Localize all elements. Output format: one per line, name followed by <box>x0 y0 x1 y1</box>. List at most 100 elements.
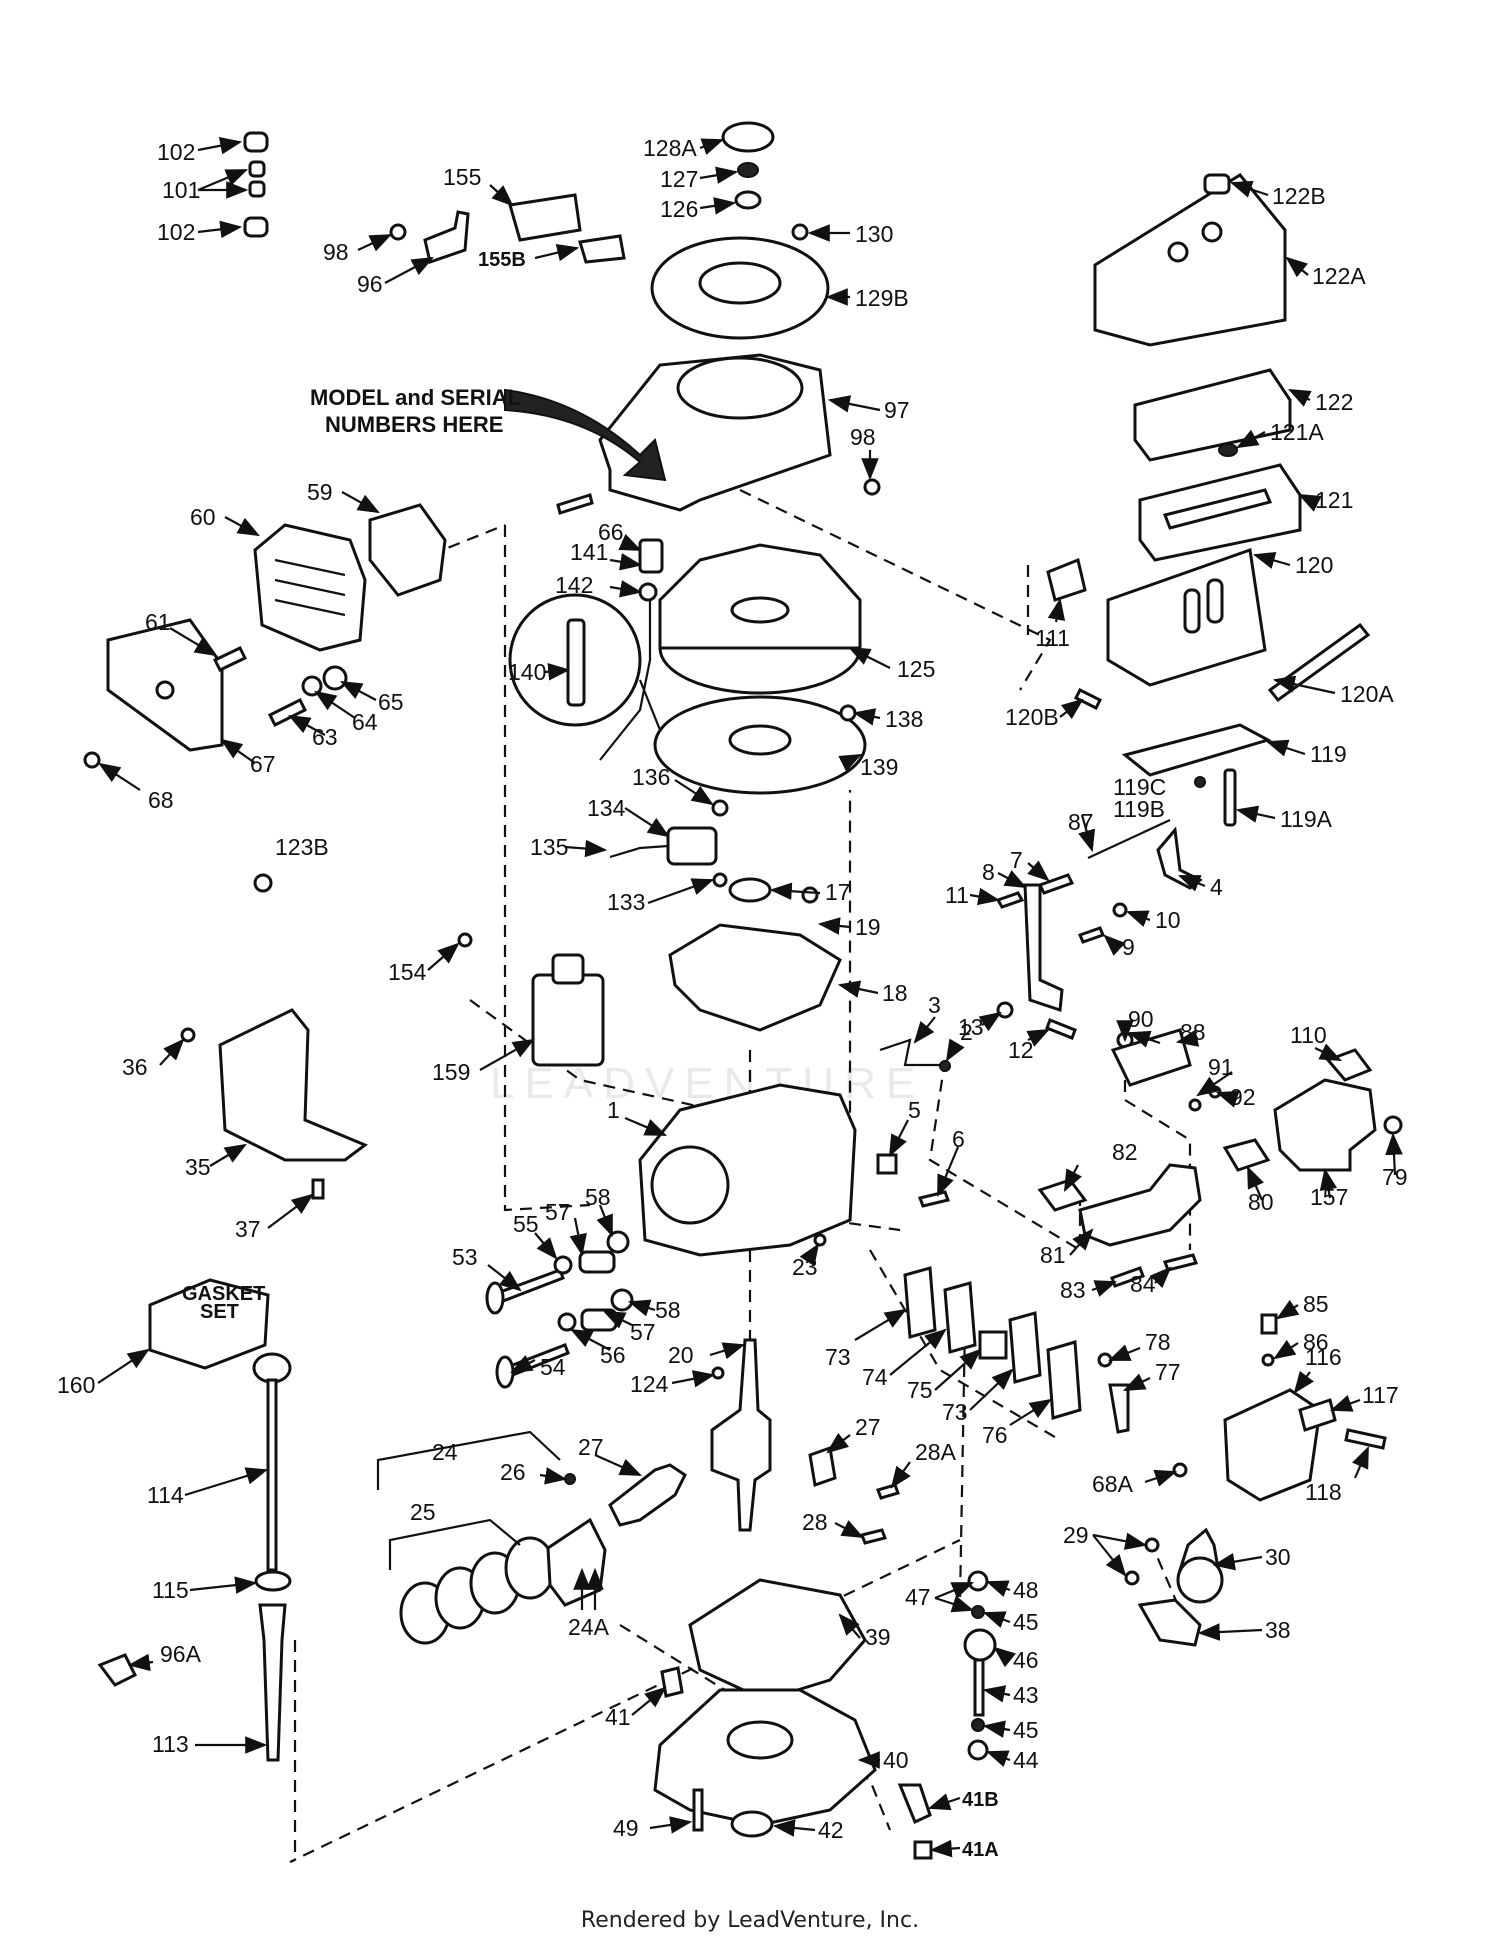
part-label: 8 <box>982 859 995 885</box>
valve-seal-part-icon <box>606 1230 630 1254</box>
screw-part-icon <box>180 1027 196 1043</box>
part-label: 110 <box>1290 1022 1327 1048</box>
part-label: 24 <box>432 1439 458 1465</box>
air-cleaner-post-icon <box>1183 588 1201 634</box>
part-label: 84 <box>1130 1271 1156 1297</box>
head-gasket-part-icon <box>368 503 447 597</box>
spring-part-icon <box>1077 926 1106 944</box>
part-label: 58 <box>655 1297 681 1323</box>
crankshaft-part-icon <box>710 1338 772 1532</box>
nut-part-icon <box>1383 1115 1403 1135</box>
connector-part-icon <box>638 538 664 574</box>
part-label: 160 <box>57 1372 95 1398</box>
part-label: 96A <box>160 1641 202 1667</box>
dipstick-cap-part-icon <box>252 1352 292 1384</box>
part-label: 46 <box>1013 1647 1039 1673</box>
part-label: 35 <box>185 1154 211 1180</box>
part-label: 88 <box>1180 1019 1206 1045</box>
part-label: 47 <box>905 1584 931 1610</box>
base-gasket-part-icon <box>688 1578 867 1702</box>
connecting-rod-part-icon <box>608 1463 687 1527</box>
part-number-labels: 102 101 102 155 155B 98 96 128A 127 126 … <box>57 135 1408 1861</box>
clip-part-icon <box>1260 1313 1278 1335</box>
air-cleaner-element-inner-icon <box>1162 488 1273 530</box>
group-brackets <box>376 1430 561 1570</box>
part-label: 74 <box>862 1364 888 1390</box>
muffler-guard-part-icon <box>1298 1398 1337 1432</box>
decal-part-icon <box>508 193 582 242</box>
part-label: 123B <box>275 834 329 860</box>
part-label: 29 <box>1063 1522 1089 1548</box>
valve-spring-part-icon <box>580 1308 618 1332</box>
retainer-part-icon <box>553 1255 573 1275</box>
wire-icon <box>609 844 669 859</box>
cap-part-icon <box>243 216 269 238</box>
part-label: 64 <box>352 709 378 735</box>
intake-gasket-part-icon <box>1037 1178 1088 1212</box>
part-label: 67 <box>250 751 276 777</box>
air-guide-part-icon <box>668 923 842 1032</box>
part-label: 121A <box>1270 419 1324 445</box>
screw-part-icon <box>1144 1537 1160 1553</box>
breather-cover-part-icon <box>1046 1340 1082 1420</box>
washer-part-icon <box>737 162 759 178</box>
flywheel-hub-icon <box>730 596 790 624</box>
part-label: 54 <box>540 1354 566 1380</box>
washer-part-icon <box>971 1605 985 1619</box>
gasket-part-icon <box>1046 557 1087 602</box>
gasket-set-box-icon <box>148 1278 270 1370</box>
part-label: 117 <box>1362 1382 1399 1408</box>
screw-part-icon <box>839 704 857 722</box>
part-label: 133 <box>607 889 645 915</box>
washer-part-icon <box>967 1570 989 1592</box>
part-label: 142 <box>555 572 593 598</box>
screw-part-icon <box>1172 1462 1188 1478</box>
part-label: 122A <box>1312 263 1366 289</box>
part-label: 55 <box>513 1211 539 1237</box>
part-label: 39 <box>865 1624 891 1650</box>
retainer-part-icon <box>557 1312 577 1332</box>
o-ring-part-icon <box>254 1570 292 1592</box>
bracket-part-icon <box>423 210 470 264</box>
model-serial-note-line2: NUMBERS HERE <box>325 412 503 437</box>
governor-gear-part-icon <box>963 1628 997 1662</box>
part-label: 78 <box>1145 1329 1171 1355</box>
screw-part-icon <box>1073 687 1103 711</box>
bolt-part-icon <box>692 1788 704 1832</box>
solenoid-part-icon <box>531 973 605 1067</box>
screw-part-icon <box>711 799 729 817</box>
part-label: 38 <box>1265 1617 1291 1643</box>
spring-part-icon <box>1037 873 1075 895</box>
part-label: 43 <box>1013 1682 1039 1708</box>
cover-hole-icon <box>1167 241 1189 263</box>
rotating-screen-inner-icon <box>698 261 782 305</box>
part-label: 36 <box>122 1054 148 1080</box>
part-label: 6 <box>952 1126 965 1152</box>
part-label: 159 <box>432 1059 470 1085</box>
part-label: 141 <box>570 539 608 565</box>
gasket-part-icon <box>1222 1138 1271 1172</box>
part-label: 57 <box>630 1319 656 1345</box>
air-cleaner-cover-part-icon <box>1093 173 1287 347</box>
part-label: 119 <box>1310 741 1347 767</box>
part-label: 75 <box>907 1377 933 1403</box>
intake-manifold-part-icon <box>1078 1163 1202 1247</box>
bolt-part-icon <box>212 646 248 672</box>
link-rod-icon <box>1087 819 1171 859</box>
screw-part-icon <box>863 478 881 496</box>
part-label: 42 <box>818 1817 844 1843</box>
part-label: 45 <box>1013 1609 1039 1635</box>
cam-gear-part-icon <box>1176 1556 1224 1604</box>
clip-part-icon <box>564 1473 576 1485</box>
screw-part-icon <box>389 223 407 241</box>
lever-part-icon <box>1156 826 1203 890</box>
part-label: 23 <box>792 1254 818 1280</box>
part-label: 140 <box>508 659 546 685</box>
air-cleaner-foam-part-icon <box>1133 368 1292 462</box>
screw-part-icon <box>1188 1098 1202 1112</box>
screw-part-icon <box>1112 902 1128 918</box>
cap-part-icon <box>248 180 266 198</box>
part-label: 45 <box>1013 1717 1039 1743</box>
plug-part-icon <box>913 1840 933 1860</box>
screw-part-icon <box>311 1178 325 1200</box>
